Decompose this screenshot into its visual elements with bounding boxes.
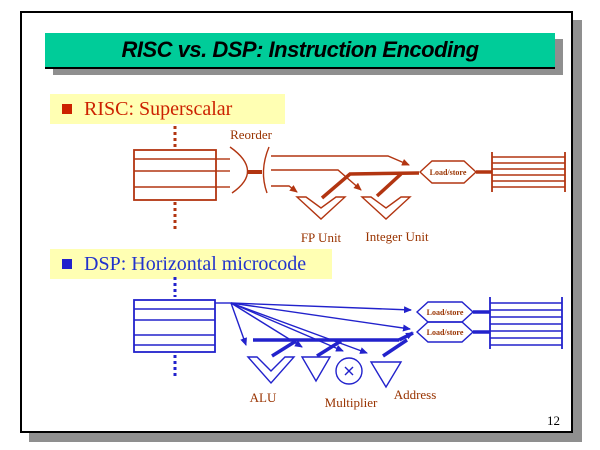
reorder-hourglass [262,146,270,194]
control-line-multiplier [230,302,344,352]
dsp-diagram: ALU Multiplier Address Load/store Load/s… [133,277,563,410]
alu-shape [246,356,296,385]
load-store-label: Load/store [427,328,464,337]
page-number: 12 [547,413,560,428]
control-line-address [230,302,368,354]
dsp-memory-ladder [489,297,563,349]
multiply-icon [344,366,354,376]
fp-unit-label: FP Unit [301,230,342,245]
unit-triangle-shape [300,356,332,383]
dispatch-line-integer [271,169,362,191]
data-bus-tap [382,338,408,358]
risc-instruction-queue [133,149,217,201]
multiplier-label: Multiplier [325,395,378,410]
data-bus-branch [398,331,414,342]
address-unit-shape [369,361,403,389]
control-line-alu [230,302,247,346]
square-bullet-icon [62,104,72,114]
square-bullet-icon [62,259,72,269]
address-label: Address [394,387,437,402]
dsp-heading: DSP: Horizontal microcode [50,249,332,279]
risc-diagram: Reorder FP Unit Integer Unit Load/store [133,126,566,245]
reorder-label: Reorder [230,127,273,142]
dispatch-line-loadstore [271,155,410,166]
slide-title: RISC vs. DSP: Instruction Encoding [45,33,555,69]
load-store-label: Load/store [427,308,464,317]
slide-frame: RISC vs. DSP: Instruction Encoding RISC:… [20,11,573,433]
dispatch-line-fp [271,185,298,193]
result-path [375,172,403,198]
risc-memory-ladder [491,152,566,192]
risc-heading-text: RISC: Superscalar [84,98,233,120]
result-path [320,171,420,200]
control-line-loadstore2 [230,302,411,332]
data-bus-tap [271,339,297,358]
slide-title-text: RISC vs. DSP: Instruction Encoding [121,37,479,62]
dsp-instruction-word [133,299,216,353]
alu-label: ALU [250,390,277,405]
dsp-heading-text: DSP: Horizontal microcode [84,253,307,275]
risc-heading: RISC: Superscalar [50,94,285,124]
integer-unit-shape [360,196,412,220]
reorder-hourglass [229,146,249,194]
fp-unit-shape [295,196,347,220]
multiplier-circle [335,357,363,385]
load-store-label: Load/store [430,168,467,177]
data-bus-tap [316,339,342,358]
control-line-loadstore1 [230,302,412,314]
integer-unit-label: Integer Unit [365,229,429,244]
